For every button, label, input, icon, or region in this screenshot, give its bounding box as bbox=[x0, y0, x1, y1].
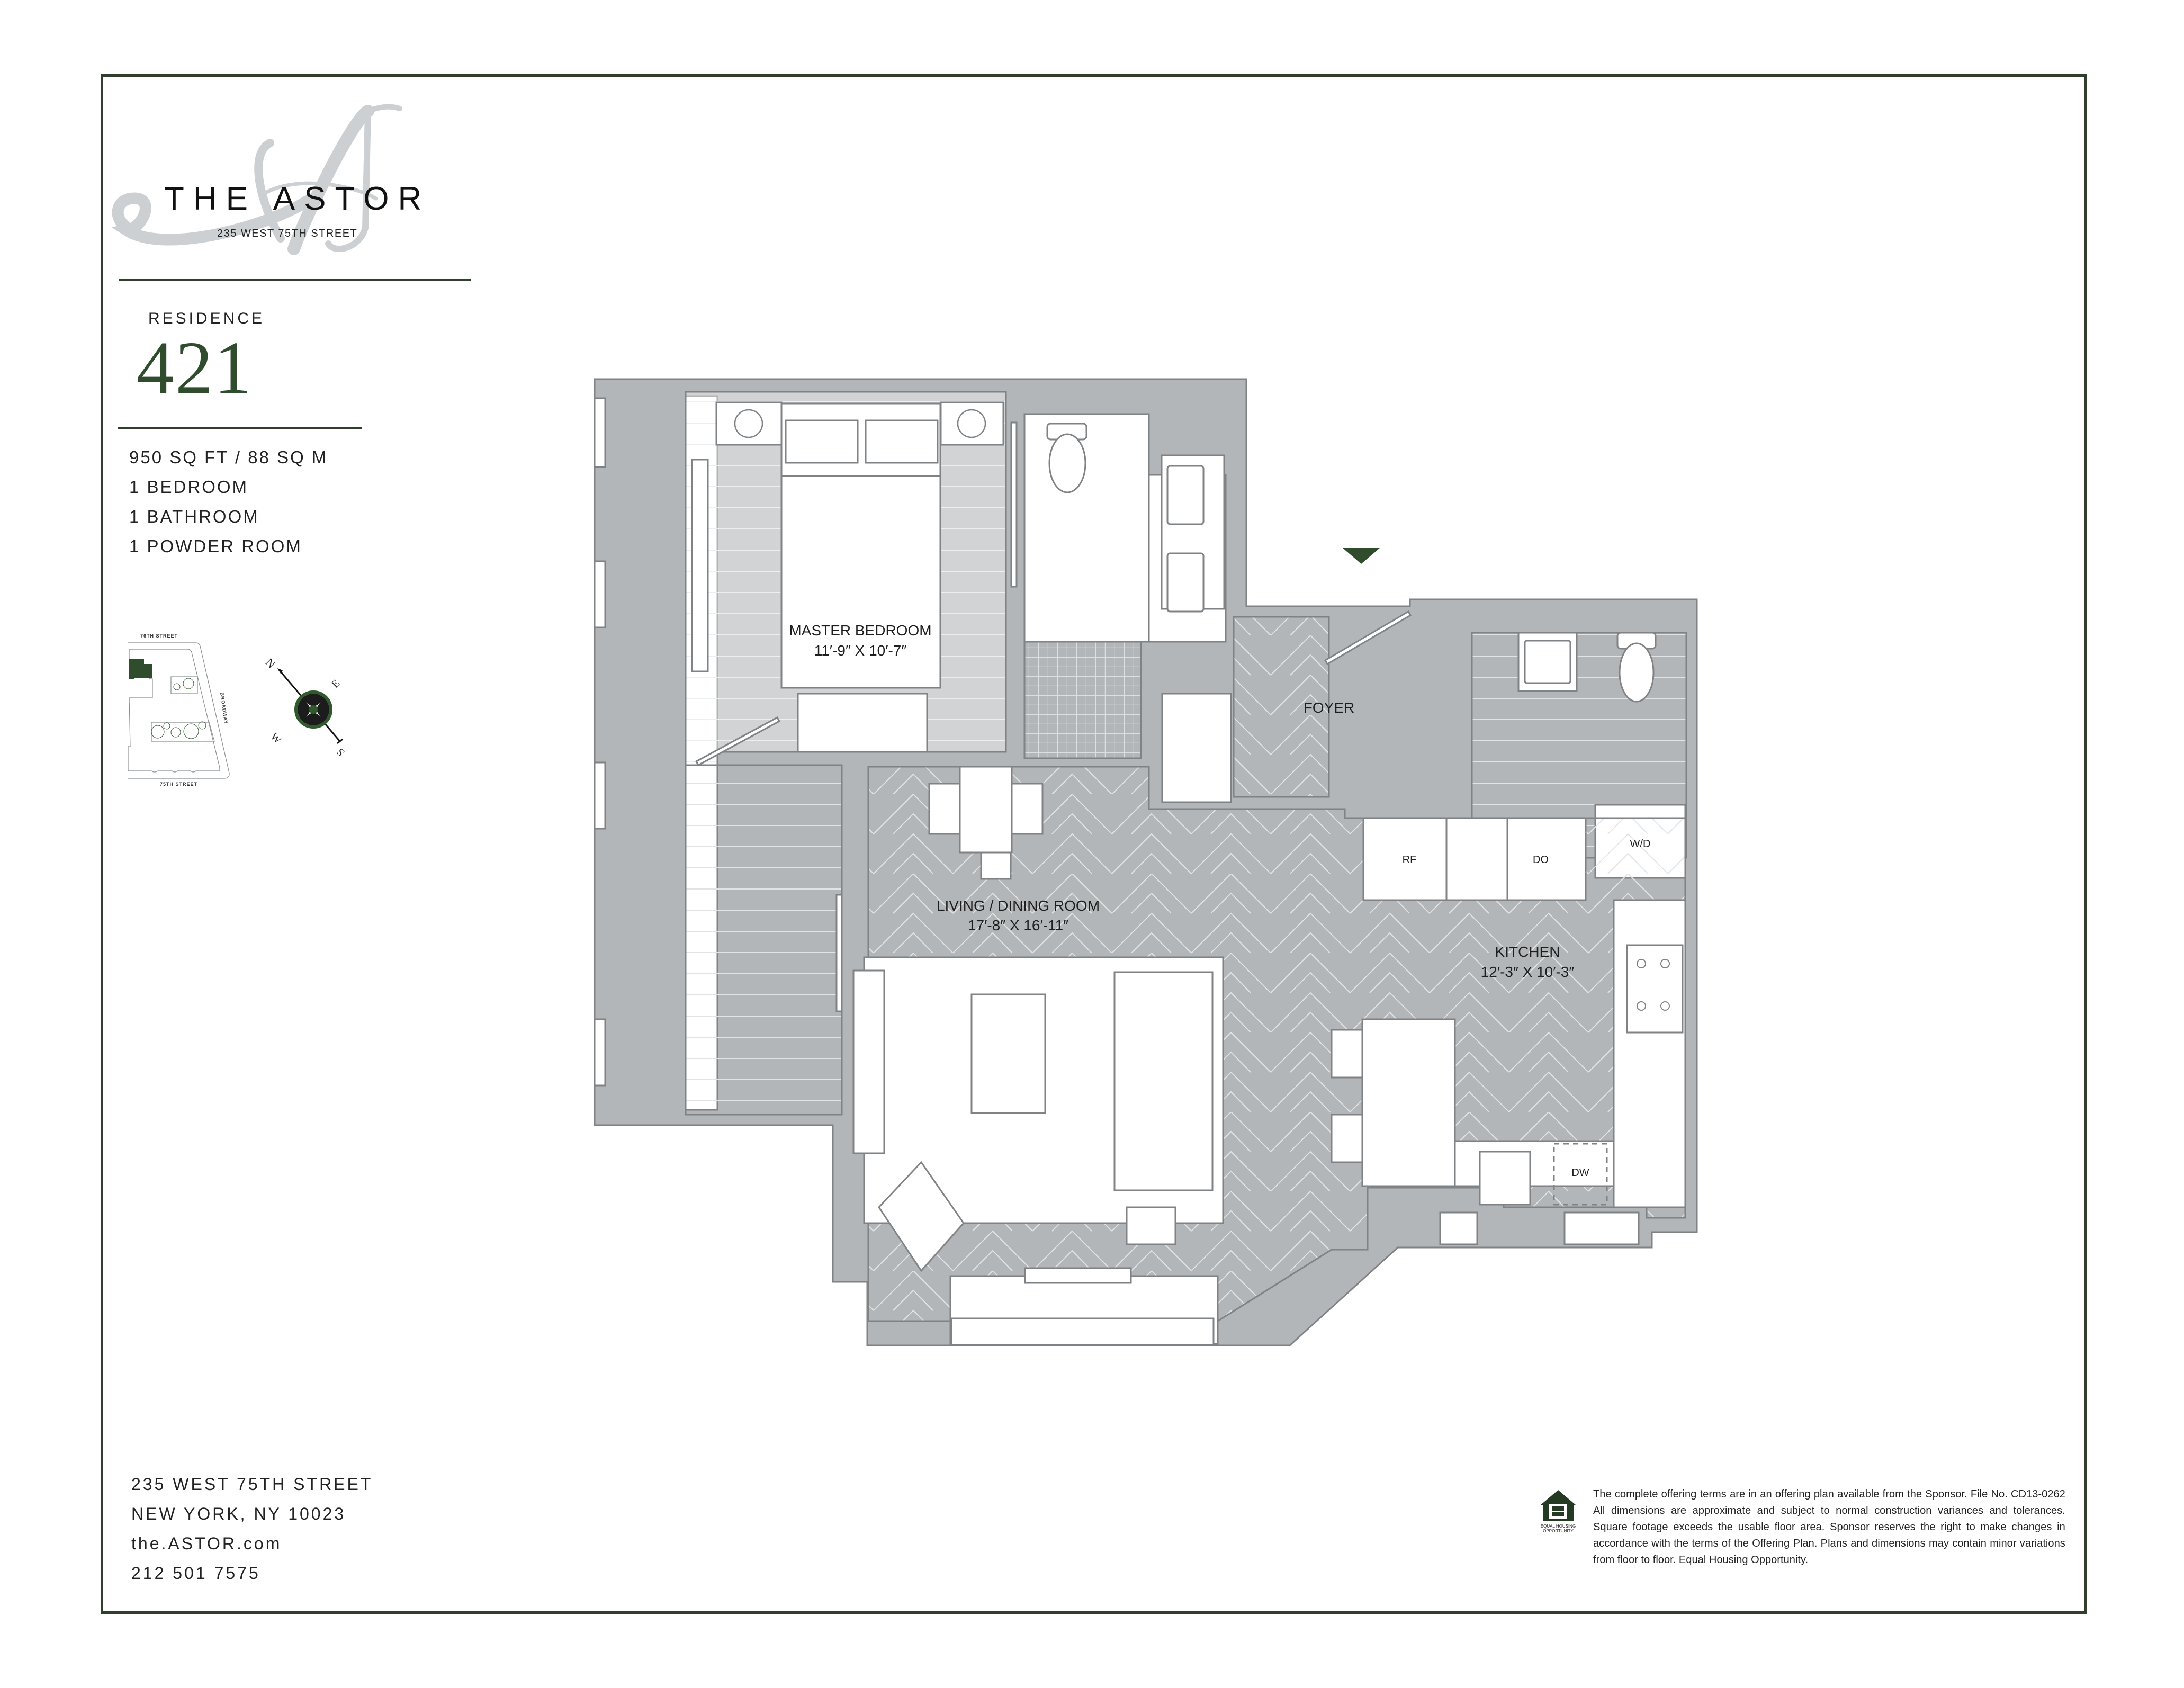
brand-name: THE ASTOR bbox=[164, 181, 431, 217]
contact-street: 235 WEST 75TH STREET bbox=[131, 1475, 373, 1494]
stat-powder-rooms: 1 POWDER ROOM bbox=[129, 536, 302, 556]
room-label-master-bedroom: MASTER BEDROOM bbox=[789, 622, 931, 639]
room-dims-living-dining: 17′-8″ X 16′-11″ bbox=[968, 917, 1068, 933]
stat-bathrooms: 1 BATHROOM bbox=[129, 507, 259, 526]
appliance-double-oven: DO bbox=[1533, 854, 1549, 866]
stat-area: 950 SQ FT / 88 SQ M bbox=[129, 447, 328, 467]
equal-housing-house-icon bbox=[1541, 1490, 1576, 1521]
monogram-a-icon bbox=[111, 104, 402, 255]
bedroom-furniture bbox=[691, 401, 1004, 753]
room-label-kitchen: KITCHEN bbox=[1495, 944, 1560, 960]
contact-block: 235 WEST 75TH STREET NEW YORK, NY 10023 … bbox=[131, 1469, 373, 1588]
logo-divider bbox=[119, 279, 471, 281]
contact-city: NEW YORK, NY 10023 bbox=[131, 1504, 346, 1523]
residence-label: RESIDENCE bbox=[148, 310, 265, 327]
brand-address: 235 WEST 75TH STREET bbox=[217, 228, 358, 239]
residence-divider bbox=[118, 427, 362, 429]
residence-number: 421 bbox=[137, 326, 253, 409]
room-dims-master-bedroom: 11′-9″ X 10′-7″ bbox=[814, 642, 907, 659]
legal-disclaimer: The complete offering terms are in an of… bbox=[1593, 1488, 2065, 1566]
stat-bedrooms: 1 BEDROOM bbox=[129, 477, 249, 497]
nightstand-lamps bbox=[734, 409, 986, 438]
room-dims-kitchen: 12′-3″ X 10′-3″ bbox=[1481, 964, 1575, 980]
windows bbox=[594, 397, 1640, 1346]
cooktop-icon bbox=[1637, 959, 1670, 1011]
appliance-washer-dryer: W/D bbox=[1630, 838, 1651, 850]
equal-housing-logo: EQUAL HOUSING OPPORTUNITY bbox=[1540, 1489, 1577, 1533]
contact-website[interactable]: the.ASTOR.com bbox=[131, 1534, 282, 1553]
residence-stats: 950 SQ FT / 88 SQ M 1 BEDROOM 1 BATHROOM… bbox=[129, 443, 328, 561]
keyplan-top-street: 76TH STREET bbox=[140, 633, 178, 639]
page-frame bbox=[101, 74, 2087, 1614]
room-label-foyer: FOYER bbox=[1304, 699, 1354, 716]
entry-triangle-icon bbox=[1343, 548, 1380, 564]
bar-stools bbox=[1331, 1029, 1363, 1163]
building-highlight bbox=[129, 659, 152, 679]
appliance-refrigerator: RF bbox=[1403, 854, 1417, 866]
key-plan: 76TH STREET 75TH STREET BROADWAY N E S W bbox=[128, 633, 347, 787]
room-label-living-dining: LIVING / DINING ROOM bbox=[937, 897, 1100, 914]
keyplan-bottom-street: 75TH STREET bbox=[160, 782, 197, 787]
eho-caption-1: EQUAL HOUSING bbox=[1540, 1524, 1576, 1529]
eho-caption-2: OPPORTUNITY bbox=[1543, 1529, 1574, 1533]
contact-phone[interactable]: 212 501 7575 bbox=[131, 1564, 260, 1583]
bath-fixtures bbox=[1046, 423, 1657, 703]
doors bbox=[695, 421, 1412, 1012]
brand-logo: THE ASTOR 235 WEST 75TH STREET bbox=[106, 95, 487, 286]
kitchen-cabinets bbox=[1361, 817, 1686, 1208]
appliance-dishwasher: DW bbox=[1571, 1167, 1589, 1179]
